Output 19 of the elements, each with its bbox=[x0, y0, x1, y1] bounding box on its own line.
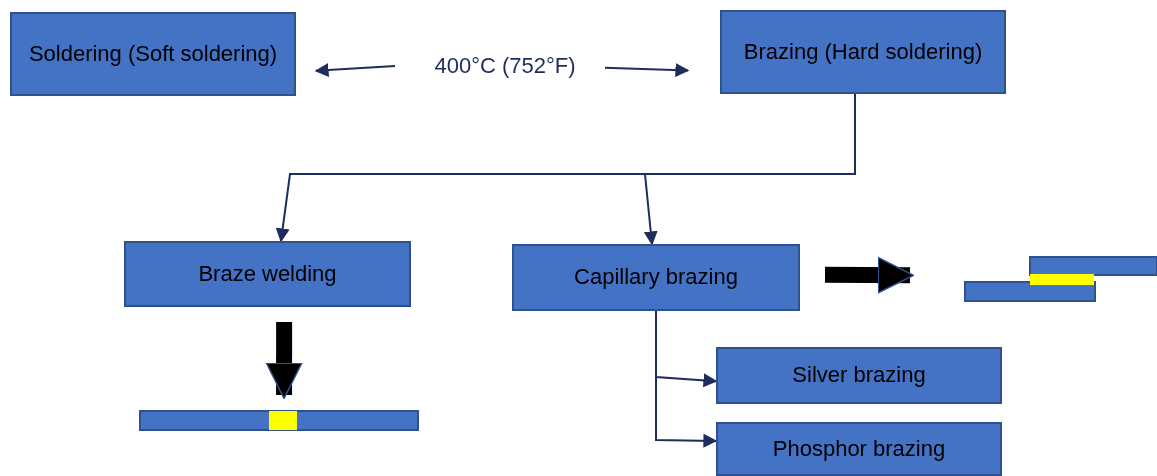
connector-arrow bbox=[655, 310, 718, 448]
process-box bbox=[716, 347, 1002, 404]
box-label: Braze welding bbox=[197, 260, 338, 288]
process-box bbox=[10, 12, 296, 96]
process-box bbox=[512, 244, 800, 311]
box-label: Brazing (Hard soldering) bbox=[742, 38, 984, 66]
box-label: Silver brazing bbox=[791, 362, 927, 389]
temperature-label: 400°C (752°F) bbox=[433, 52, 577, 80]
connector-arrow bbox=[643, 93, 856, 246]
connector-arrow bbox=[604, 63, 690, 78]
block-arrow bbox=[824, 256, 915, 294]
process-box bbox=[124, 241, 411, 307]
box-label: Phosphor brazing bbox=[771, 435, 947, 463]
process-box bbox=[716, 422, 1002, 476]
box-label: Soldering (Soft soldering) bbox=[27, 40, 279, 68]
connector-arrow bbox=[314, 63, 396, 77]
block-arrow bbox=[265, 321, 303, 400]
process-box bbox=[720, 10, 1006, 94]
box-label: Capillary brazing bbox=[573, 264, 739, 291]
